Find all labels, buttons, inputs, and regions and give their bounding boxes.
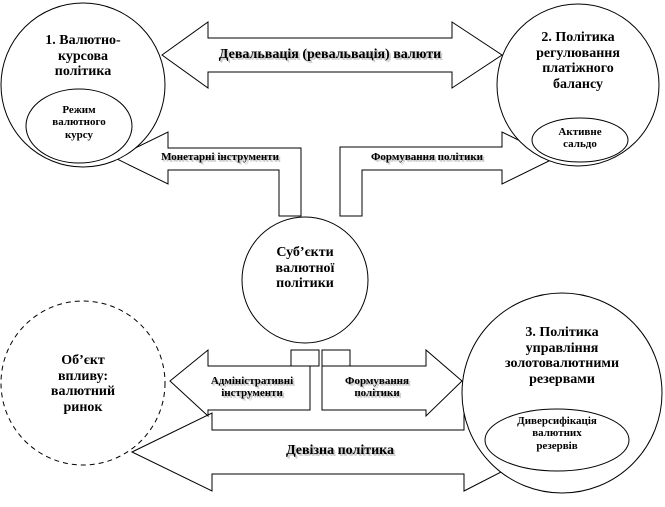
active-balance-ellipse — [531, 117, 629, 163]
devaluation-double-arrow — [161, 21, 503, 89]
currency-policy-label: Девізна політика — [285, 443, 395, 458]
administrative-tools-arrow — [169, 348, 311, 418]
monetary-tools-label: Монетарні інструменти — [161, 151, 279, 163]
policy-formulation-bottom-label: Формування політики — [345, 375, 409, 400]
monetary-tools-arrow — [113, 131, 302, 217]
regime-ellipse — [25, 88, 133, 164]
balance-of-payments-circle — [496, 3, 660, 167]
object-of-influence-circle — [0, 300, 166, 466]
balance-of-payments-policy-title: 2. Політика регулювання платіжного балан… — [536, 30, 620, 93]
policy-formulation-arrow-bottom — [321, 348, 463, 418]
connector-left — [290, 349, 320, 367]
exchange-rate-policy-title: 1. Валютно- курсова політика — [45, 33, 121, 80]
devaluation-label: Девальвація (ревальвація) валюти — [218, 47, 442, 62]
subjects-circle — [241, 216, 369, 344]
subjects-title: Суб’єкти валютної політики — [275, 245, 335, 292]
active-balance-label: Активне сальдо — [558, 126, 602, 151]
object-of-influence-title: Об’єкт впливу: валютний ринок — [50, 353, 116, 416]
diversification-ellipse — [484, 408, 630, 472]
exchange-rate-regime-label: Режим валютного курсу — [52, 104, 106, 141]
policy-formulation-top-label: Формування політики — [370, 151, 484, 163]
administrative-tools-label: Адміністративні інструменти — [210, 375, 294, 400]
reserves-policy-title: 3. Політика управління золотовалютними р… — [504, 325, 620, 388]
reserves-diversification-label: Диверсифікація валютних резервів — [517, 415, 597, 452]
policy-formulation-arrow-top — [339, 131, 557, 217]
connector-right — [321, 349, 351, 367]
